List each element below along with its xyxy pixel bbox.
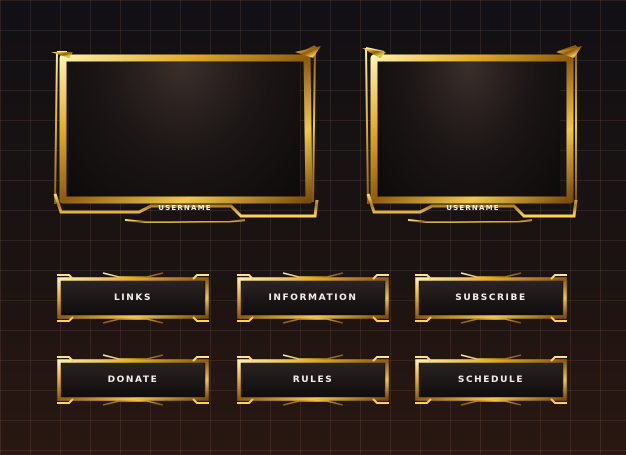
panel-donate[interactable]: DONATE xyxy=(55,354,211,406)
panel-schedule-border xyxy=(415,354,567,406)
panel-information-border xyxy=(237,272,389,324)
webcam-username-label-2: USERNAME xyxy=(446,204,500,212)
panel-subscribe[interactable]: SUBSCRIBE xyxy=(413,272,569,324)
panel-schedule-label: SCHEDULE xyxy=(457,375,525,385)
panel-donate-border xyxy=(57,354,209,406)
panel-donate-label: DONATE xyxy=(107,375,159,385)
webcam-screen-1 xyxy=(66,62,300,199)
panel-rules-border xyxy=(237,354,389,406)
panel-information[interactable]: INFORMATION xyxy=(235,272,391,324)
webcam-frame-1: USERNAME xyxy=(45,44,325,224)
panel-links-label: LINKS xyxy=(113,293,153,303)
panel-information-label: INFORMATION xyxy=(268,293,358,303)
panel-subscribe-label: SUBSCRIBE xyxy=(455,293,527,303)
webcam-screen-2 xyxy=(378,62,560,199)
panel-rules-label: RULES xyxy=(292,375,334,385)
panel-schedule[interactable]: SCHEDULE xyxy=(413,354,569,406)
panel-links[interactable]: LINKS xyxy=(55,272,211,324)
panel-subscribe-border xyxy=(415,272,567,324)
webcam-frame-2-border xyxy=(362,45,582,223)
webcam-frame-1-border xyxy=(51,45,321,223)
panel-rules[interactable]: RULES xyxy=(235,354,391,406)
webcam-frame-2: USERNAME xyxy=(362,44,584,224)
webcam-username-label-1: USERNAME xyxy=(158,204,212,212)
panel-links-border xyxy=(57,272,209,324)
